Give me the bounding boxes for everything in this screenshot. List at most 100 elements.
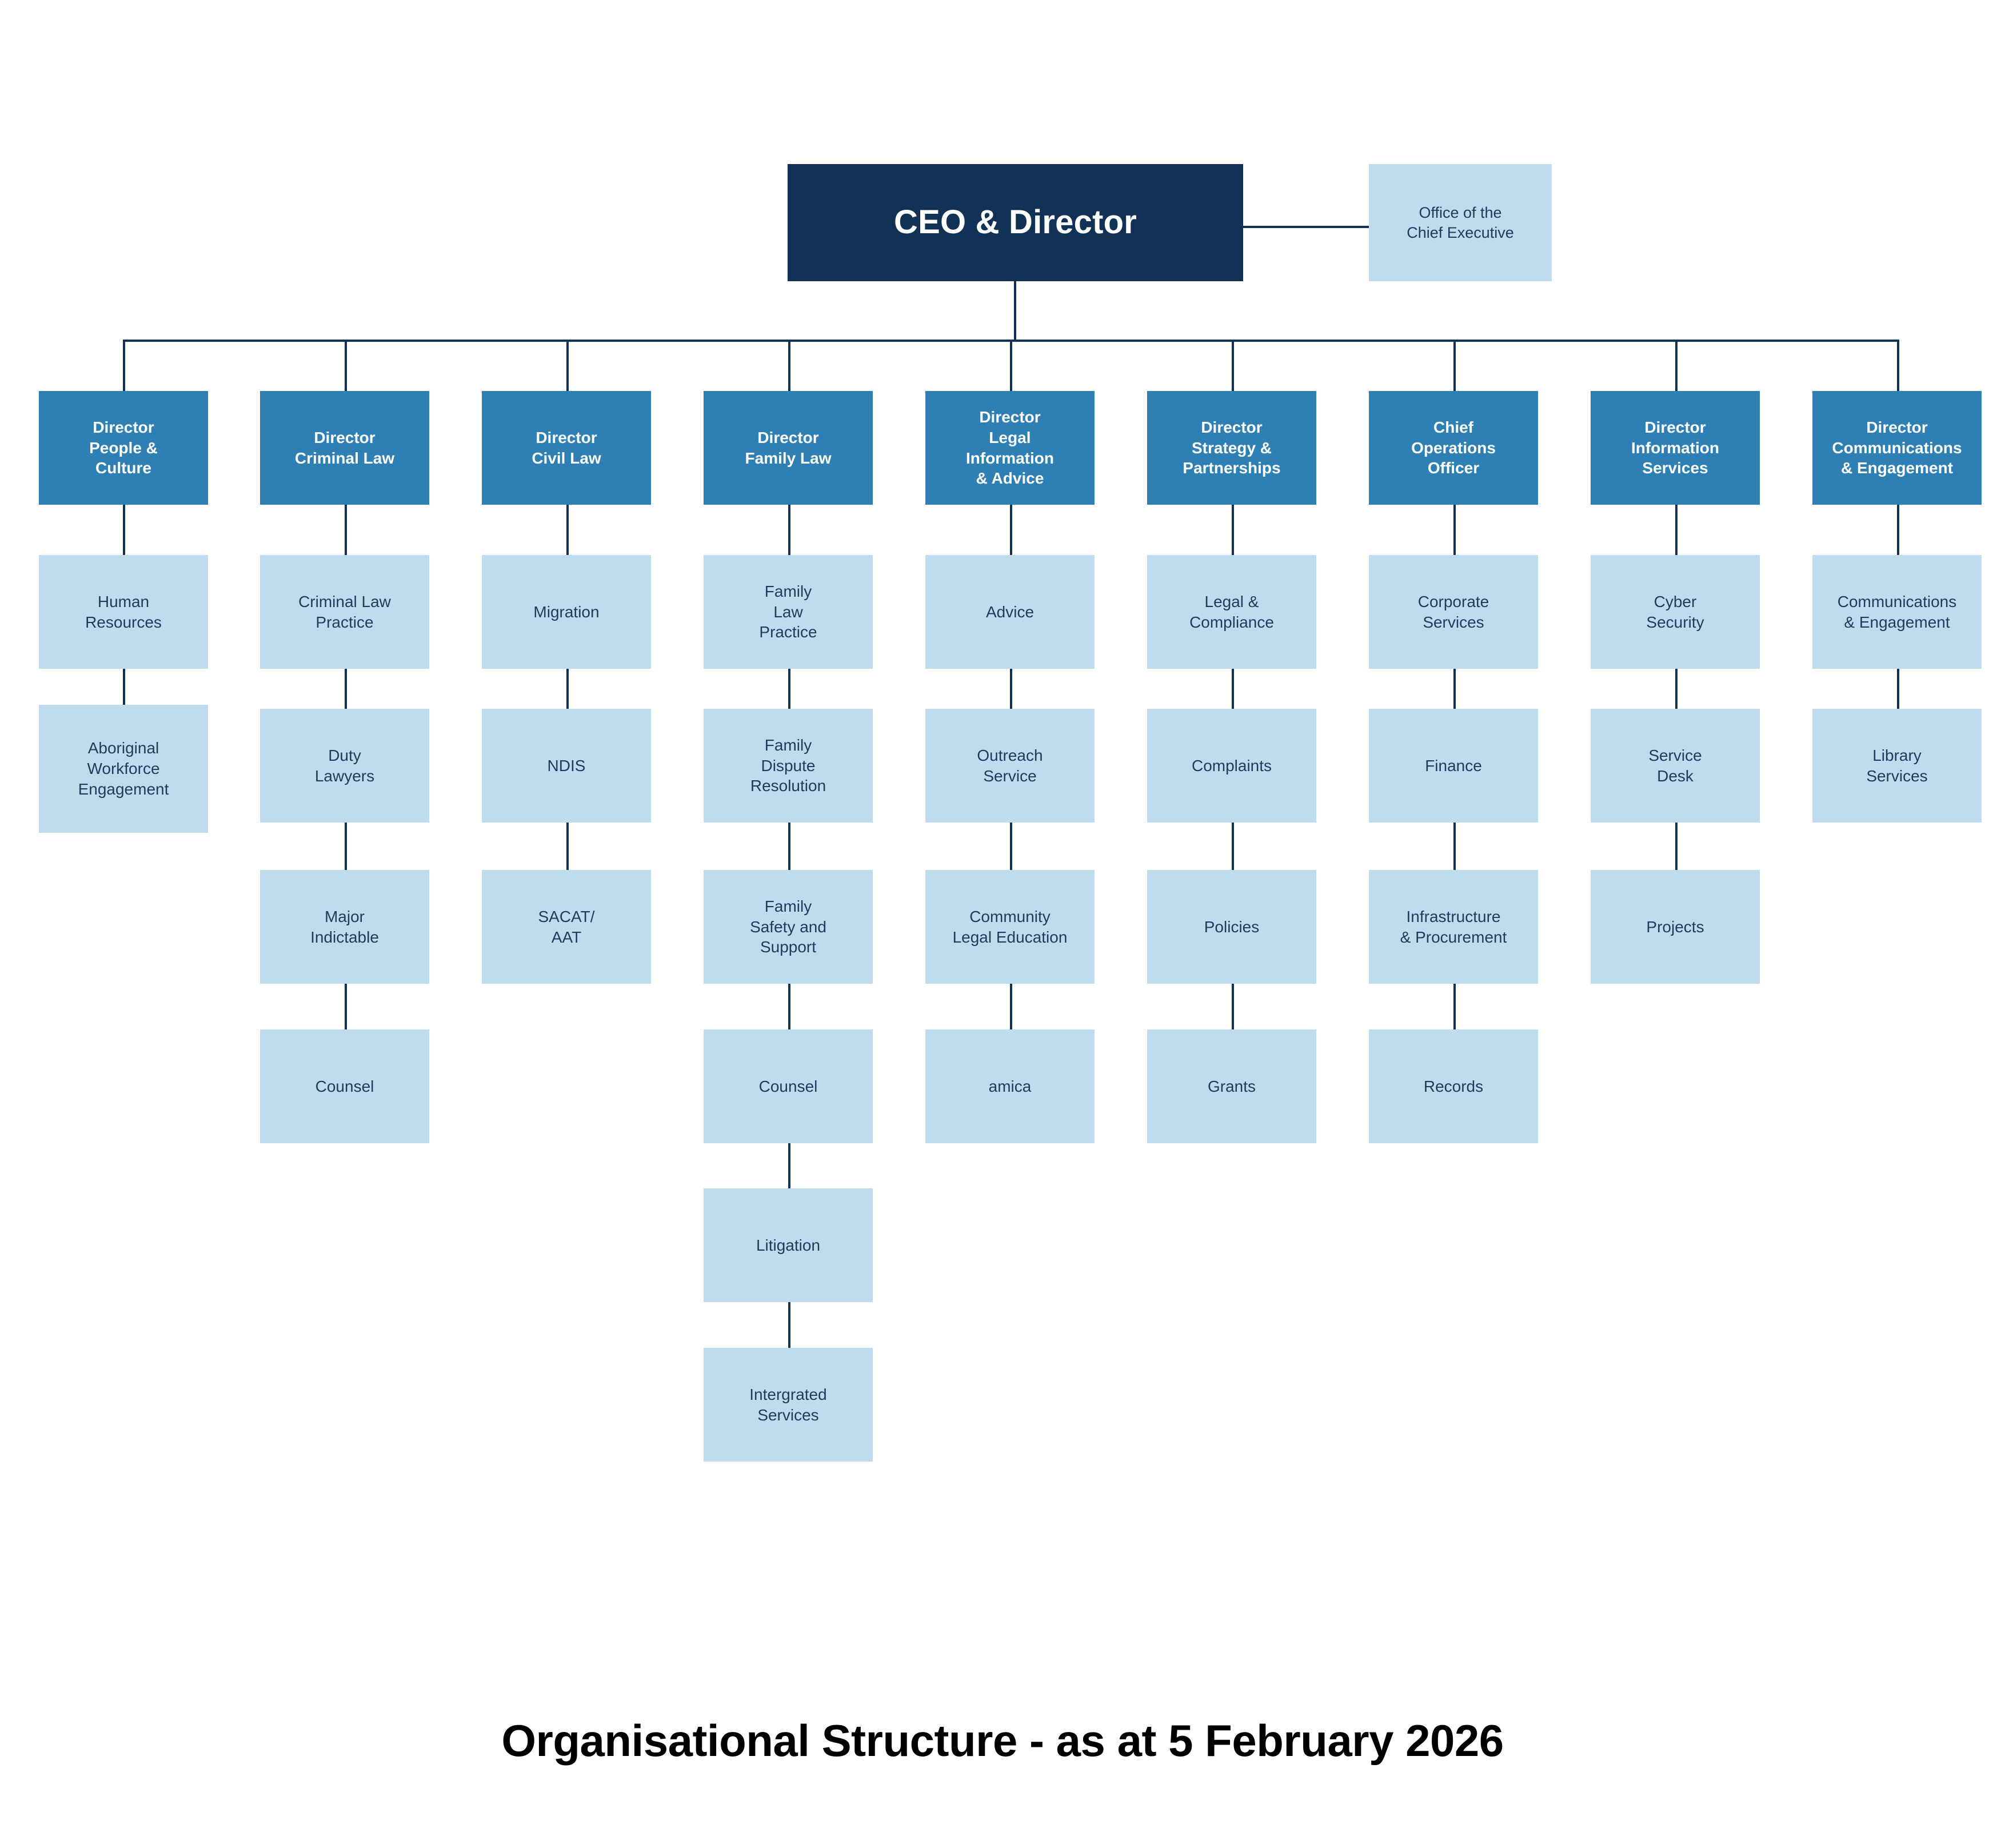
node-label: Complaints [1191, 756, 1272, 775]
node-director-family-law[interactable]: Director Family Law [704, 391, 873, 505]
connector-col7-0 [1675, 505, 1678, 555]
connector-col2-1 [566, 669, 569, 719]
connector-col1-3 [345, 984, 347, 1034]
node-label: Intergrated Services [749, 1385, 827, 1424]
node-family-dispute-resolution[interactable]: Family Dispute Resolution [704, 709, 873, 823]
connector-col4-3 [1010, 984, 1012, 1034]
node-label: SACAT/ AAT [538, 907, 595, 946]
node-label: Communications & Engagement [1837, 592, 1957, 631]
connector-col1-2 [345, 823, 347, 873]
node-director-legal-information-advice[interactable]: Director Legal Information & Advice [925, 391, 1095, 505]
node-criminal-law-practice[interactable]: Criminal Law Practice [260, 555, 429, 669]
node-label: Advice [985, 602, 1035, 621]
node-label: Infrastructure & Procurement [1400, 907, 1507, 946]
node-label: Litigation [756, 1236, 821, 1254]
node-label: NDIS [547, 756, 586, 775]
node-ceo-director[interactable]: CEO & Director [788, 164, 1243, 281]
node-infrastructure-procurement[interactable]: Infrastructure & Procurement [1369, 870, 1538, 984]
node-label: Corporate Services [1417, 592, 1489, 631]
node-legal-compliance[interactable]: Legal & Compliance [1147, 555, 1316, 669]
node-library-services[interactable]: Library Services [1812, 709, 1982, 823]
connector-bus-to-col-7 [1675, 340, 1678, 391]
node-label: Director Civil Law [532, 428, 601, 467]
node-major-indictable[interactable]: Major Indictable [260, 870, 429, 984]
node-office-of-chief-executive[interactable]: Office of the Chief Executive [1369, 164, 1552, 281]
node-director-criminal-law[interactable]: Director Criminal Law [260, 391, 429, 505]
node-community-legal-education[interactable]: Community Legal Education [925, 870, 1095, 984]
node-label: Director Strategy & Partnerships [1183, 418, 1281, 477]
connector-bus-to-col-0 [123, 340, 125, 391]
connector-col5-0 [1232, 505, 1234, 555]
node-corporate-services[interactable]: Corporate Services [1369, 555, 1538, 669]
node-director-communications-engagement[interactable]: Director Communications & Engagement [1812, 391, 1982, 505]
connector-bus-to-col-2 [566, 340, 569, 391]
node-ndis[interactable]: NDIS [482, 709, 651, 823]
node-label: Director People & Culture [89, 418, 158, 477]
node-director-civil-law[interactable]: Director Civil Law [482, 391, 651, 505]
connector-col3-1 [788, 669, 790, 719]
node-complaints[interactable]: Complaints [1147, 709, 1316, 823]
node-policies[interactable]: Policies [1147, 870, 1316, 984]
connector-bus-to-col-3 [788, 340, 790, 391]
node-label: Human Resources [85, 592, 162, 631]
connector-col3-0 [788, 505, 790, 555]
node-criminal-counsel[interactable]: Counsel [260, 1029, 429, 1143]
connector-col3-3 [788, 984, 790, 1034]
node-label: Chief Operations Officer [1411, 418, 1496, 477]
node-label: Director Legal Information & Advice [966, 408, 1054, 488]
node-family-safety-and-support[interactable]: Family Safety and Support [704, 870, 873, 984]
connector-bus-to-col-1 [345, 340, 347, 391]
connector-col7-1 [1675, 669, 1678, 719]
node-communications-engagement[interactable]: Communications & Engagement [1812, 555, 1982, 669]
node-duty-lawyers[interactable]: Duty Lawyers [260, 709, 429, 823]
node-label: Office of the Chief Executive [1407, 203, 1514, 241]
node-label: Family Safety and Support [750, 897, 826, 956]
connector-col8-0 [1897, 505, 1899, 555]
connector-bus-to-col-4 [1010, 340, 1012, 391]
node-label: Library Services [1866, 746, 1928, 785]
connector-col4-0 [1010, 505, 1012, 555]
node-label: Legal & Compliance [1189, 592, 1274, 631]
node-litigation[interactable]: Litigation [704, 1188, 873, 1302]
node-migration[interactable]: Migration [482, 555, 651, 669]
node-cyber-security[interactable]: Cyber Security [1591, 555, 1760, 669]
node-family-counsel[interactable]: Counsel [704, 1029, 873, 1143]
node-label: Projects [1646, 917, 1704, 936]
node-aboriginal-workforce-engagement[interactable]: Aboriginal Workforce Engagement [39, 705, 208, 833]
node-director-strategy-partnerships[interactable]: Director Strategy & Partnerships [1147, 391, 1316, 505]
node-label: Records [1423, 1077, 1484, 1095]
node-chief-operations-officer[interactable]: Chief Operations Officer [1369, 391, 1538, 505]
connector-col5-2 [1232, 823, 1234, 873]
connector-bus-to-col-5 [1232, 340, 1234, 391]
node-label: Criminal Law Practice [298, 592, 391, 631]
node-amica[interactable]: amica [925, 1029, 1095, 1143]
connector-col8-1 [1897, 669, 1899, 719]
node-label: Cyber Security [1646, 592, 1704, 631]
node-director-information-services[interactable]: Director Information Services [1591, 391, 1760, 505]
connector-root-stem [1014, 281, 1016, 341]
node-label: Counsel [315, 1077, 374, 1095]
node-grants[interactable]: Grants [1147, 1029, 1316, 1143]
connector-col0-1 [123, 669, 125, 719]
connector-col5-1 [1232, 669, 1234, 719]
connector-col4-2 [1010, 823, 1012, 873]
node-records[interactable]: Records [1369, 1029, 1538, 1143]
connector-col5-3 [1232, 984, 1234, 1034]
node-finance[interactable]: Finance [1369, 709, 1538, 823]
node-director-people-culture[interactable]: Director People & Culture [39, 391, 208, 505]
node-family-law-practice[interactable]: Family Law Practice [704, 555, 873, 669]
node-projects[interactable]: Projects [1591, 870, 1760, 984]
connector-col3-5 [788, 1302, 790, 1352]
node-service-desk[interactable]: Service Desk [1591, 709, 1760, 823]
node-label: Duty Lawyers [314, 746, 375, 785]
connector-col6-1 [1453, 669, 1456, 719]
connector-root-to-office [1243, 226, 1369, 228]
connector-col6-2 [1453, 823, 1456, 873]
node-sacat-aat[interactable]: SACAT/ AAT [482, 870, 651, 984]
node-advice[interactable]: Advice [925, 555, 1095, 669]
connector-col3-4 [788, 1143, 790, 1194]
node-human-resources[interactable]: Human Resources [39, 555, 208, 669]
connector-col1-0 [345, 505, 347, 555]
node-intergrated-services[interactable]: Intergrated Services [704, 1348, 873, 1462]
node-outreach-service[interactable]: Outreach Service [925, 709, 1095, 823]
